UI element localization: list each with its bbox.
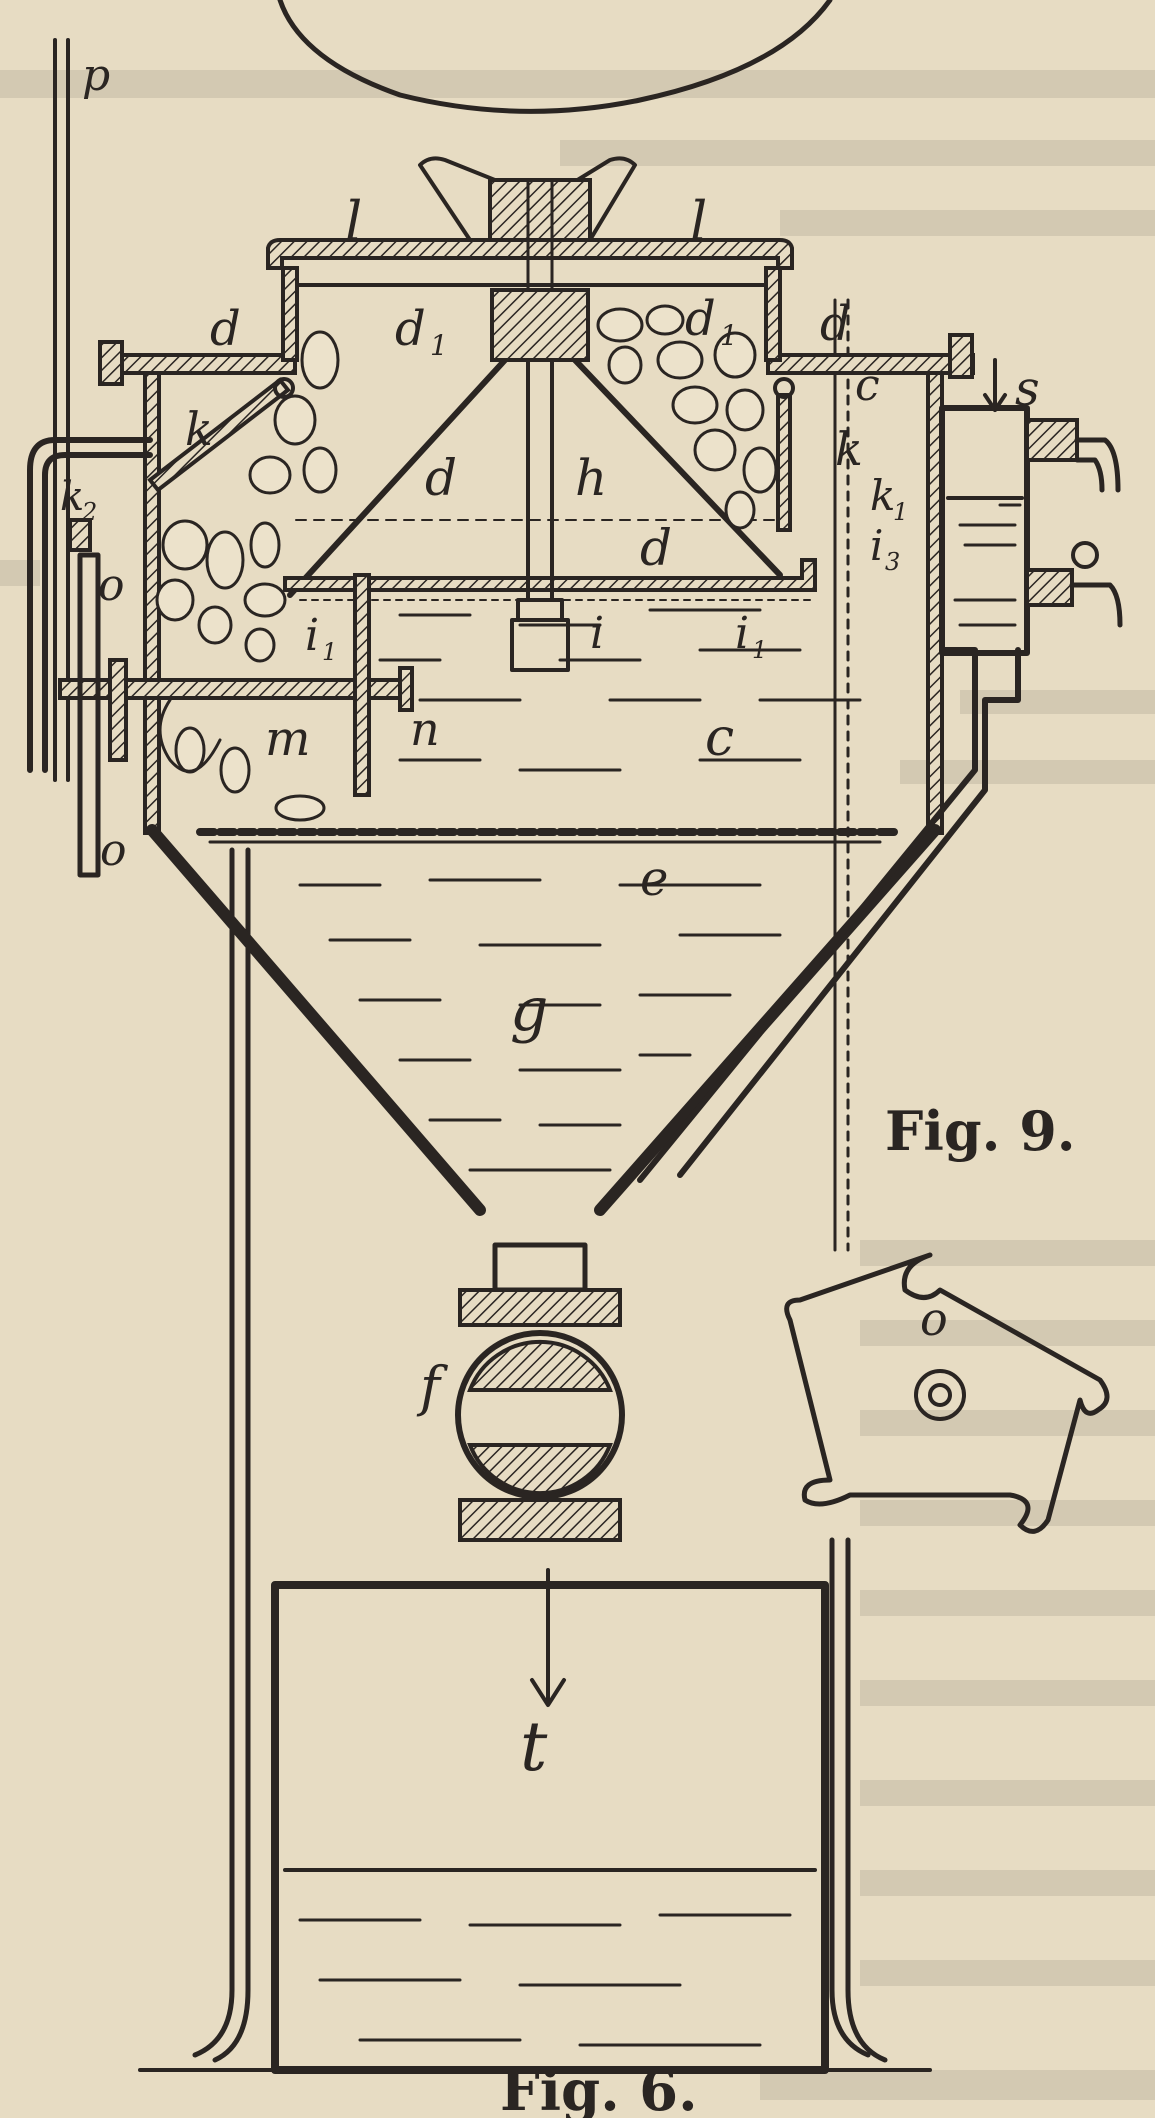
- inner-cone-d: [283, 288, 817, 672]
- crank-handle-o: [27, 437, 153, 878]
- fig9-plate: [784, 1252, 1110, 1534]
- label-k2: k: [60, 474, 84, 520]
- label-d-top-right: d: [820, 296, 851, 352]
- valve-f: [455, 1242, 625, 1542]
- label-l-right: l: [690, 190, 707, 253]
- label-p: p: [82, 50, 110, 101]
- label-o-upper: o: [98, 560, 125, 611]
- label-i1-right: i: [735, 608, 749, 659]
- container-t: [271, 1581, 829, 2074]
- label-d1-left-sub: 1: [430, 329, 448, 362]
- label-k1: k: [870, 471, 895, 520]
- label-i3: i: [870, 521, 883, 570]
- label-g: g: [510, 975, 548, 1045]
- label-e: e: [640, 851, 668, 907]
- caption-fig6: Fig. 6.: [500, 2058, 698, 2118]
- label-l-left: l: [345, 190, 362, 253]
- label-t: t: [520, 1708, 548, 1787]
- label-o-fig9: o: [920, 1292, 948, 1346]
- label-k2-sub: 2: [81, 498, 97, 526]
- label-c-mid: c: [705, 708, 734, 768]
- label-i3-sub: 3: [885, 548, 900, 576]
- water-lines-lower: [298, 878, 782, 1172]
- lid-l: [266, 156, 794, 292]
- rod-p: [53, 38, 70, 782]
- label-d1-right-sub: 1: [720, 319, 738, 352]
- label-c-top: c: [855, 360, 880, 411]
- diagram-labels: p l l d d 1 d 1 d c s k 2 k d h k k 1 d …: [60, 50, 1040, 1787]
- label-f: f: [416, 1355, 448, 1418]
- label-k-left: k: [185, 402, 213, 456]
- water-lines-upper: [378, 503, 1022, 772]
- label-m: m: [265, 711, 311, 767]
- discharge-arrow: [530, 1568, 566, 1707]
- label-d-top-left: d: [210, 301, 241, 357]
- label-i1: i: [305, 610, 319, 661]
- upper-figure-circle-fragment: [277, 0, 833, 114]
- label-h: h: [575, 449, 607, 507]
- caption-fig9: Fig. 9.: [885, 1099, 1076, 1163]
- label-o-lower: o: [100, 825, 127, 876]
- sieve-e: [196, 828, 899, 844]
- label-d-cone-lower: d: [640, 519, 672, 577]
- label-d-cone-left: d: [425, 449, 457, 507]
- label-k-right: k: [835, 422, 863, 476]
- label-s: s: [1015, 361, 1040, 417]
- vessel-body: [98, 266, 1123, 1216]
- label-i1-right-sub: 1: [752, 636, 767, 664]
- deflector-k: [147, 377, 795, 532]
- shaft-m: [58, 573, 414, 797]
- flange-bolts: [98, 333, 974, 386]
- label-n: n: [410, 702, 440, 756]
- stones: [155, 304, 778, 822]
- label-i1-sub: 1: [322, 638, 337, 666]
- label-d1-left: d: [395, 301, 426, 357]
- label-k1-sub: 1: [893, 498, 908, 526]
- label-i-mid: i: [590, 608, 604, 659]
- label-d1-right: d: [685, 291, 716, 347]
